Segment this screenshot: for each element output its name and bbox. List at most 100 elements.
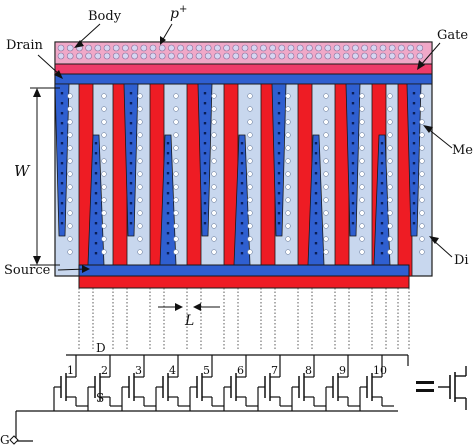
drain-via: [351, 202, 355, 205]
p-plus-contact: [278, 44, 286, 52]
source-via: [94, 212, 98, 215]
drain-via: [277, 152, 281, 155]
drain-via: [412, 162, 416, 165]
diffusion-contact: [101, 249, 107, 255]
p-plus-contact: [250, 52, 258, 60]
gate-bus-bottom: [78, 275, 410, 289]
diffusion-contact: [101, 171, 107, 177]
drain-via: [203, 222, 207, 225]
drain-via: [60, 212, 64, 215]
width-dimension: [30, 87, 60, 266]
drain-via: [60, 222, 64, 225]
source-via: [94, 152, 98, 155]
drain-via: [412, 212, 416, 215]
diffusion-contact: [323, 93, 329, 99]
diffusion-contact: [285, 171, 291, 177]
drain-via: [277, 162, 281, 165]
p-plus-contact: [352, 52, 359, 60]
drain-via: [129, 182, 133, 185]
diffusion-contact: [285, 249, 291, 255]
p-plus-contact: [232, 44, 240, 52]
drain-via: [277, 182, 281, 185]
finger-number: 7: [271, 364, 278, 377]
drain-via: [277, 222, 281, 225]
p-plus-contact: [260, 52, 267, 60]
diffusion-contact: [323, 171, 329, 177]
transistor-symbol: 7: [257, 355, 292, 411]
diffusion-contact: [67, 132, 73, 138]
source-via: [314, 192, 318, 195]
diffusion-label: Di: [454, 253, 469, 268]
source-via: [314, 222, 318, 225]
gate-label: Gate: [437, 28, 468, 43]
transistor-symbol: 8: [291, 355, 326, 411]
diffusion-contact: [247, 145, 253, 151]
diffusion-contact: [101, 210, 107, 216]
diffusion-contact: [359, 145, 365, 151]
source-via: [380, 142, 384, 145]
p-plus-contact: [241, 52, 249, 60]
source-via: [240, 222, 244, 225]
source-via: [240, 162, 244, 165]
diffusion-contact: [211, 249, 217, 255]
drain-via: [351, 132, 355, 135]
diffusion-contact: [359, 197, 365, 203]
transistor-symbol: 2: [87, 355, 122, 411]
drain-via: [203, 112, 207, 115]
drain-via: [60, 122, 64, 125]
drain-via: [351, 162, 355, 165]
diffusion-contact: [419, 236, 425, 242]
diffusion-contact: [419, 106, 425, 112]
p-plus-contact: [388, 44, 396, 52]
drain-via: [203, 122, 207, 125]
source-via: [94, 182, 98, 185]
p-plus-contact: [158, 52, 166, 60]
diffusion-contact: [137, 236, 143, 242]
diffusion-contact: [419, 249, 425, 255]
diffusion-contact: [323, 197, 329, 203]
transistor-symbol: 4: [155, 355, 190, 411]
transistor-symbol: 1: [53, 355, 88, 411]
p-plus-contact: [324, 52, 332, 60]
finger-number: 6: [237, 364, 244, 377]
finger-number: 10: [373, 364, 387, 377]
source-via: [240, 192, 244, 195]
diffusion-contact: [247, 158, 253, 164]
drain-via: [60, 192, 64, 195]
diffusion-contact: [247, 119, 253, 125]
p-plus-contact: [361, 44, 368, 52]
diffusion-contact: [387, 132, 393, 138]
diffusion-contact: [101, 132, 107, 138]
finger-number: 2: [101, 364, 108, 377]
diffusion-contact: [173, 197, 179, 203]
drain-via: [129, 202, 133, 205]
source-via: [380, 202, 384, 205]
source-via: [240, 232, 244, 235]
diffusion-contact: [419, 93, 425, 99]
diffusion-contact: [67, 93, 73, 99]
diffusion-contact: [247, 132, 253, 138]
diffusion-contact: [173, 158, 179, 164]
p-plus-contact: [57, 52, 65, 60]
drain-via: [277, 92, 281, 95]
p-plus-contact: [287, 44, 295, 52]
drain-via: [60, 92, 64, 95]
drain-via: [129, 152, 133, 155]
diffusion-contact: [323, 184, 329, 190]
transistor-symbol: 9: [325, 355, 360, 411]
p-plus-contact: [66, 52, 74, 60]
source-via: [314, 142, 318, 145]
diffusion-contact: [419, 184, 425, 190]
p-plus-contact: [398, 52, 405, 60]
p-plus-contact: [269, 52, 276, 60]
diffusion-contact: [387, 145, 393, 151]
p-plus-contact: [352, 44, 359, 52]
diffusion-contact: [247, 236, 253, 242]
drain-via: [351, 152, 355, 155]
source-via: [380, 152, 384, 155]
drain-via: [203, 162, 207, 165]
diffusion-contact: [323, 132, 329, 138]
drain-via: [129, 192, 133, 195]
drain-via: [351, 112, 355, 115]
p-plus-contact: [342, 52, 350, 60]
